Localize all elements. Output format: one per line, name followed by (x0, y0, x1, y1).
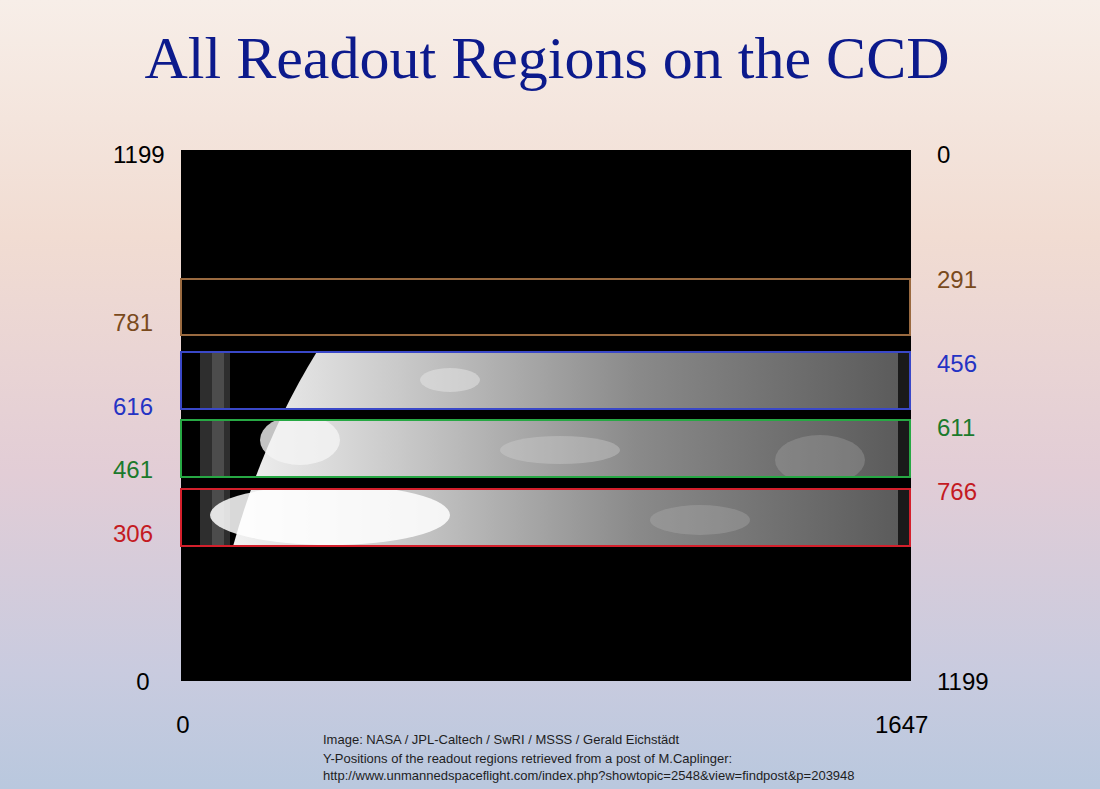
axis-label: 1199 (113, 142, 165, 168)
axis-label: 461 (113, 457, 153, 483)
axis-label: 611 (937, 415, 975, 441)
axis-label: 306 (113, 521, 153, 547)
axis-label: 1199 (937, 669, 989, 695)
readout-region (181, 352, 910, 409)
caption-text: http://www.unmannedspaceflight.com/index… (323, 769, 855, 783)
axis-label: 456 (937, 351, 977, 377)
caption-text: Image: NASA / JPL-Caltech / SwRI / MSSS … (323, 733, 679, 747)
caption-text: Y-Positions of the readout regions retri… (323, 752, 732, 766)
axis-label: 0 (176, 712, 189, 738)
axis-label: 291 (937, 267, 977, 293)
axis-label: 0 (937, 142, 950, 168)
axis-label: 1647 (875, 712, 928, 738)
readout-region (181, 279, 910, 335)
readout-region (181, 489, 910, 546)
ccd-frame (181, 150, 911, 681)
axis-label: 0 (136, 669, 149, 695)
axis-label: 781 (113, 310, 153, 336)
readout-region (181, 420, 910, 477)
slide-title: All Readout Regions on the CCD (145, 25, 950, 91)
earth-image (200, 350, 910, 550)
axis-label: 766 (937, 479, 977, 505)
axis-label: 616 (113, 394, 153, 420)
